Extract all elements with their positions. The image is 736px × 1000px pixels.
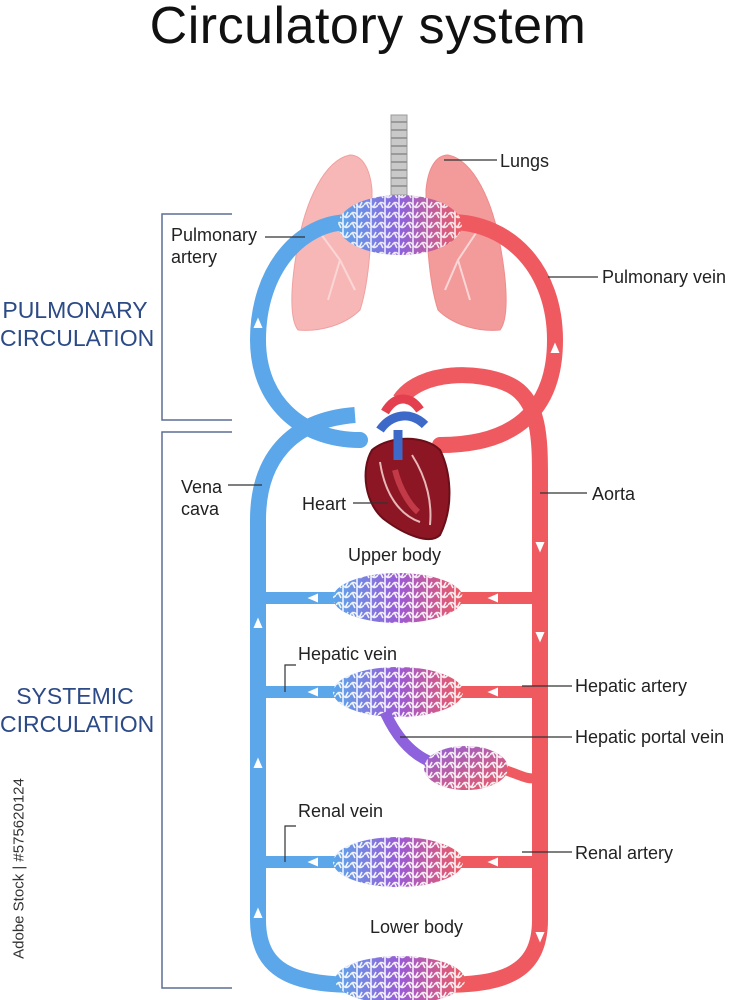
page-title: Circulatory system — [149, 0, 587, 55]
label-vena-cava: Vena cava — [181, 476, 222, 520]
label-renal-vein: Renal vein — [298, 801, 384, 821]
watermark: Adobe Stock | #575620124 — [4, 760, 34, 990]
label-aorta: Aorta — [592, 484, 636, 504]
label-lungs: Lungs — [500, 151, 550, 171]
pulmonary-line-2: CIRCULATION — [0, 325, 155, 351]
systemic-line-2: CIRCULATION — [0, 711, 155, 737]
aorta-vessel — [393, 367, 548, 993]
systemic-circulation-label: SYSTEMIC CIRCULATION — [0, 682, 155, 738]
label-hepatic-artery: Hepatic artery — [575, 676, 688, 696]
label-vena-cava-line-1: Vena — [181, 477, 223, 497]
label-heart: Heart — [302, 494, 347, 514]
pulmonary-circulation-label: PULMONARY CIRCULATION — [0, 296, 155, 352]
label-renal-artery: Renal artery — [575, 843, 674, 863]
vena-cava-vessel — [250, 407, 361, 993]
label-lower-body: Lower body — [370, 917, 464, 937]
systemic-line-1: SYSTEMIC — [16, 683, 134, 709]
label-pulmonary-artery-line-1: Pulmonary — [171, 225, 258, 245]
flow-arrows — [253, 317, 560, 943]
watermark-text: Adobe Stock | #575620124 — [10, 778, 28, 959]
label-vena-cava-line-2: cava — [181, 499, 220, 519]
label-hepatic-portal-vein: Hepatic portal vein — [575, 727, 725, 747]
label-pulmonary-artery: Pulmonary artery — [171, 224, 257, 268]
label-pulmonary-vein: Pulmonary vein — [602, 267, 727, 287]
heart-illustration — [364, 394, 451, 540]
label-upper-body: Upper body — [348, 545, 442, 565]
pulmonary-vein-vessel — [432, 214, 564, 453]
leader-lines — [228, 159, 598, 862]
label-hepatic-vein: Hepatic vein — [298, 644, 398, 664]
lungs-illustration — [291, 154, 507, 331]
pulmonary-line-1: PULMONARY — [2, 297, 148, 323]
label-pulmonary-artery-line-2: artery — [171, 247, 218, 267]
trachea-illustration — [390, 114, 408, 196]
section-brackets — [161, 213, 232, 989]
